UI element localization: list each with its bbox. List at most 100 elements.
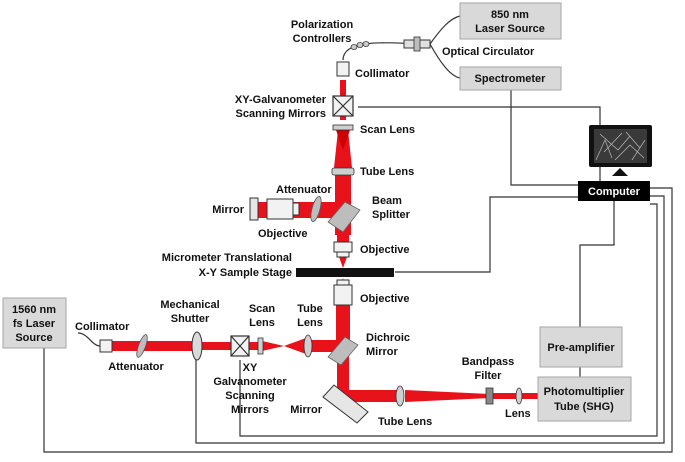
optical-circulator-label: Optical Circulator xyxy=(442,46,535,58)
pmt-line1: Photomultiplier xyxy=(544,386,625,398)
collimator-bottom-icon xyxy=(99,339,113,353)
beam-galvo-scan xyxy=(244,342,262,350)
computer-box: Computer xyxy=(578,181,650,201)
objective-left-label: Objective xyxy=(258,228,308,240)
galvo-bottom-icon xyxy=(230,335,250,357)
preamp-box: Pre-amplifier xyxy=(539,326,623,368)
bandpass-filter-icon xyxy=(485,387,494,405)
fiber-1560 xyxy=(77,332,101,347)
fiber-to-850-source xyxy=(429,15,461,45)
objective-lower-label: Objective xyxy=(360,293,410,305)
tube-lens-bottom-icon xyxy=(303,334,313,358)
tube-lens-right-label: Tube Lens xyxy=(378,416,432,428)
laser-1560-line1: 1560 nm xyxy=(12,304,56,316)
attenuator-bottom-label: Attenuator xyxy=(108,361,164,373)
polarization-line1: Polarization xyxy=(291,19,354,31)
wire-stage xyxy=(395,196,578,273)
tube-lens-bottom-line1: Tube xyxy=(297,303,322,315)
laser-850-box: 850 nm Laser Source xyxy=(459,2,562,40)
stage-line1: Micrometer Translational xyxy=(162,252,292,264)
monitor-icon xyxy=(589,125,652,176)
spectrometer-label: Spectrometer xyxy=(475,73,547,85)
attenuator-top-icon xyxy=(310,196,322,222)
wire-preamp xyxy=(579,200,615,327)
beam-filter-pmt xyxy=(490,393,540,399)
preamp-label: Pre-amplifier xyxy=(547,342,615,354)
spectrometer-box: Spectrometer xyxy=(459,66,562,91)
dichroic-mirror-icon xyxy=(327,336,359,366)
polarization-controller-icon xyxy=(350,41,370,50)
tube-lens-top-label: Tube Lens xyxy=(360,166,414,178)
laser-850-line2: Laser Source xyxy=(475,23,545,35)
labels: Polarization Controllers Optical Circula… xyxy=(75,19,535,428)
wiring xyxy=(43,15,673,453)
mirror-left-label: Mirror xyxy=(212,204,245,216)
beam-paths xyxy=(112,80,540,402)
wire-shutter xyxy=(195,195,665,444)
polarization-line2: Controllers xyxy=(293,33,352,45)
laser-850-line1: 850 nm xyxy=(491,9,529,21)
xy-galvo-line2: Scanning Mirrors xyxy=(236,108,326,120)
fiber-to-spectrometer xyxy=(429,43,461,79)
tube-lens-right-icon xyxy=(395,385,405,407)
stage-line2: X-Y Sample Stage xyxy=(199,267,292,279)
mirror-left-icon xyxy=(249,197,259,221)
mechanical-shutter-icon xyxy=(191,331,203,361)
xy-bottom-line3: Scanning xyxy=(225,390,275,402)
scan-lens-top-icon xyxy=(332,124,354,131)
lens-right-label: Lens xyxy=(505,408,531,420)
xy-bottom-line2: Galvanometer xyxy=(213,376,287,388)
dichroic-line2: Mirror xyxy=(366,346,399,358)
attenuator-bottom-icon xyxy=(136,334,148,358)
beam-converge-filter xyxy=(405,390,490,402)
wire-galvo-bottom xyxy=(239,203,658,437)
beam-focus-top xyxy=(336,130,350,150)
tube-lens-top-icon xyxy=(331,167,355,176)
wire-laser-1560 xyxy=(43,187,673,453)
collimator-top-icon xyxy=(336,61,350,77)
beam-splitter-icon xyxy=(327,201,361,233)
beam-collimator-shutter xyxy=(112,341,194,351)
dichroic-line1: Dichroic xyxy=(366,332,410,344)
xy-bottom-line1: XY xyxy=(243,362,258,374)
scan-lens-bottom-line1: Scan xyxy=(249,303,276,315)
galvo-top-icon xyxy=(332,95,354,117)
collimator-top-label: Collimator xyxy=(355,68,410,80)
pmt-line2: Tube (SHG) xyxy=(554,401,614,413)
computer-label: Computer xyxy=(588,186,641,198)
mechanical-line1: Mechanical xyxy=(160,299,219,311)
lens-right-icon xyxy=(515,387,523,405)
beam-bowtie-right xyxy=(284,338,306,354)
objective-left-icon xyxy=(266,198,300,220)
objective-lower-icon xyxy=(333,279,353,306)
laser-1560-line3: Source xyxy=(15,332,52,344)
beam-mirror-tubelens xyxy=(343,390,403,402)
sample-stage-icon xyxy=(296,268,394,277)
scan-lens-top-label: Scan Lens xyxy=(360,124,415,136)
scan-lens-bottom-icon xyxy=(257,337,264,355)
beam-splitter-line2: Splitter xyxy=(372,209,411,221)
beam-bowtie-left xyxy=(262,341,284,351)
optical-circulator-icon xyxy=(403,36,431,52)
beam-tube-dichroic xyxy=(306,340,342,352)
mirror-bottom-icon xyxy=(322,384,369,424)
bandpass-line2: Filter xyxy=(475,370,503,382)
beam-shutter-galvo xyxy=(200,342,236,350)
bandpass-line1: Bandpass xyxy=(462,356,515,368)
objective-upper-label: Objective xyxy=(360,244,410,256)
laser-1560-line2: fs Laser xyxy=(13,318,56,330)
collimator-bottom-label: Collimator xyxy=(75,321,130,333)
tube-lens-bottom-line2: Lens xyxy=(297,317,323,329)
wire-spectrometer-computer xyxy=(510,90,578,186)
mechanical-line2: Shutter xyxy=(171,313,210,325)
beam-splitter-objective xyxy=(337,235,349,243)
beam-focus-stage xyxy=(339,257,347,268)
pmt-box: Photomultiplier Tube (SHG) xyxy=(537,376,632,422)
mirror-bottom-label: Mirror xyxy=(290,404,323,416)
attenuator-top-label: Attenuator xyxy=(276,184,332,196)
laser-1560-box: 1560 nm fs Laser Source xyxy=(2,297,67,349)
xy-bottom-line4: Mirrors xyxy=(231,404,269,416)
beam-splitter-line1: Beam xyxy=(372,195,402,207)
